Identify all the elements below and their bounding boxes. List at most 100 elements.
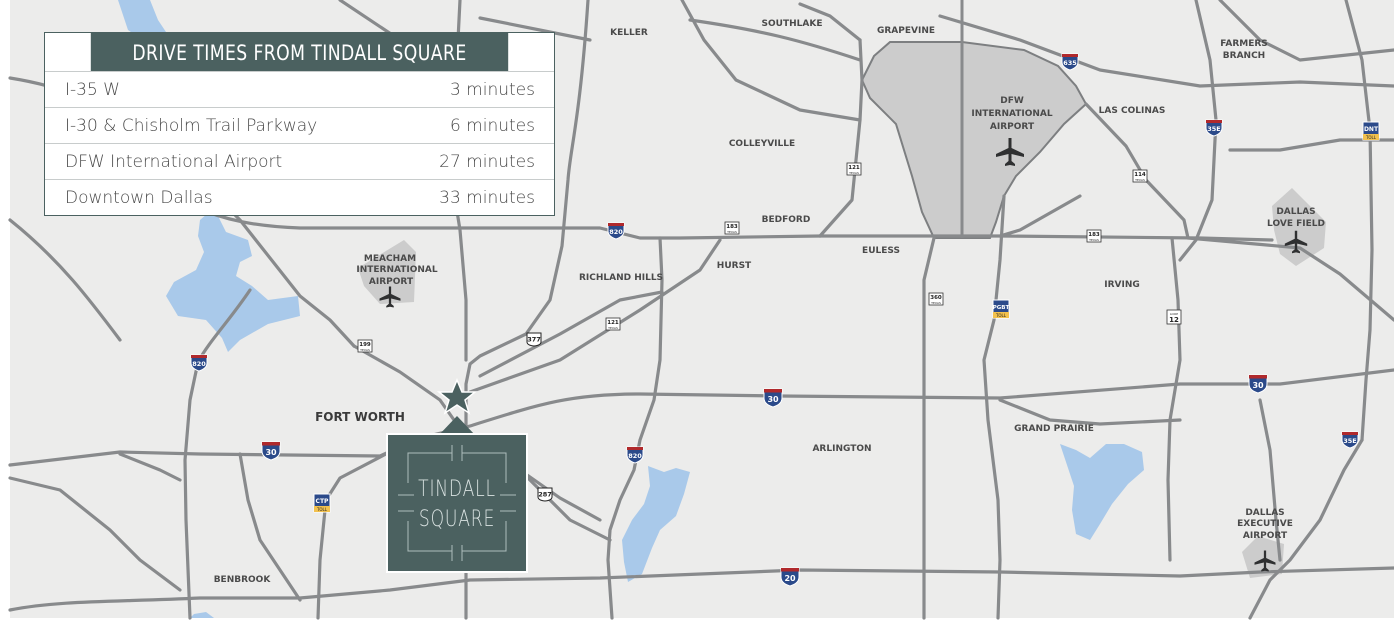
shield-number: 287 bbox=[538, 491, 552, 499]
shield-number: 20 bbox=[784, 574, 796, 583]
road-far-west bbox=[8, 218, 122, 342]
place-labels: KELLER SOUTHLAKE GRAPEVINE FARMERS BRANC… bbox=[214, 19, 1325, 585]
place-label: BENBROOK bbox=[214, 575, 272, 585]
route-shields: 183 TEXAS 183 TEXAS 121 TEXAS 121 TEXAS … bbox=[313, 121, 1380, 513]
shield-number: 199 bbox=[359, 342, 371, 348]
road-irving-blvd bbox=[1186, 236, 1394, 322]
shield-number: 820 bbox=[628, 452, 642, 460]
airport-icons bbox=[379, 138, 1308, 572]
road-121-south bbox=[468, 238, 722, 394]
logo-line-1: TINDALL bbox=[418, 477, 496, 502]
road-dnt bbox=[1344, 0, 1374, 442]
table-row: Downtown Dallas 33 minutes bbox=[45, 179, 554, 215]
toll-shield-icon: CTP TOLL bbox=[313, 493, 331, 513]
airport-label: AIRPORT bbox=[1243, 531, 1288, 541]
table-row: DFW International Airport 27 minutes bbox=[45, 143, 554, 179]
shield-number: 30 bbox=[767, 395, 779, 404]
destination-label: Downtown Dallas bbox=[65, 187, 213, 208]
road-i35w bbox=[464, 0, 590, 620]
texas-shield-icon: 360 TEXAS bbox=[928, 292, 944, 306]
destination-label: I-30 & Chisholm Trail Parkway bbox=[65, 115, 318, 136]
interstate-shield-icon: 35E bbox=[1205, 119, 1223, 137]
interstate-shield-icon: 35E bbox=[1341, 431, 1359, 449]
airport-label: INTERNATIONAL bbox=[356, 265, 438, 275]
drive-time-value: 27 minutes bbox=[439, 151, 535, 172]
place-label: ARLINGTON bbox=[812, 444, 871, 454]
lakes bbox=[118, 0, 1144, 618]
shield-state: TEXAS bbox=[607, 326, 618, 330]
shield-number: 121 bbox=[607, 320, 619, 326]
airport-label: AIRPORT bbox=[369, 277, 414, 287]
airport-label: DFW bbox=[1000, 96, 1024, 106]
shield-number: 35E bbox=[1207, 125, 1221, 133]
drive-time-value: 33 minutes bbox=[439, 187, 535, 208]
panel-title: DRIVE TIMES FROM TINDALL SQUARE bbox=[90, 33, 509, 71]
meacham-airport-area bbox=[358, 240, 416, 304]
shield-state: TEXAS bbox=[930, 301, 941, 305]
interstate-shield-icon: 820 bbox=[190, 354, 208, 372]
shield-number: 114 bbox=[1134, 172, 1146, 178]
texas-shield-icon: 183 TEXAS bbox=[1086, 229, 1102, 243]
place-label: HURST bbox=[717, 261, 752, 271]
road-west-spur bbox=[8, 476, 182, 592]
interstate-shield-icon: 30 bbox=[261, 441, 281, 461]
airport-label: EXECUTIVE bbox=[1237, 519, 1293, 529]
road-sh360 bbox=[922, 236, 936, 620]
road-southlake bbox=[688, 18, 862, 62]
place-label: IRVING bbox=[1104, 280, 1140, 290]
road-i35e bbox=[1178, 0, 1218, 262]
airport-label: DALLAS bbox=[1245, 508, 1284, 518]
logo-frame bbox=[398, 445, 516, 561]
road-south-ft bbox=[518, 468, 602, 522]
location-marker bbox=[436, 378, 478, 436]
road-loop12 bbox=[1166, 236, 1182, 562]
lake-worth bbox=[166, 208, 300, 352]
road-sh183-benbrook bbox=[238, 452, 302, 602]
loop-shield-icon: LOOP 12 bbox=[1166, 309, 1182, 325]
shield-state: TEXAS bbox=[1134, 178, 1145, 182]
tindall-square-logo: TINDALL SQUARE bbox=[386, 433, 528, 573]
interstate-shield-icon: 20 bbox=[780, 567, 800, 587]
shield-number: PGBT bbox=[993, 305, 1010, 311]
shield-state: TEXAS bbox=[1088, 238, 1099, 242]
shield-number: 35E bbox=[1343, 437, 1357, 445]
airplane-icon bbox=[1254, 550, 1276, 572]
shield-toll: TOLL bbox=[995, 313, 1007, 318]
road-grand-prairie bbox=[998, 398, 1182, 426]
place-label: SOUTHLAKE bbox=[762, 19, 823, 29]
shield-number: DNT bbox=[1364, 126, 1379, 133]
airport-label: DALLAS bbox=[1276, 207, 1315, 217]
shield-number: 183 bbox=[1088, 232, 1100, 238]
place-label: EULESS bbox=[862, 246, 900, 256]
shield-number: 30 bbox=[265, 448, 277, 457]
shield-number: CTP bbox=[316, 498, 329, 505]
drive-times-panel: DRIVE TIMES FROM TINDALL SQUARE I-35 W 3… bbox=[44, 32, 555, 216]
us-route-shield-icon: 377 bbox=[526, 332, 542, 347]
shield-number: 377 bbox=[527, 336, 541, 344]
place-label: GRAND PRAIRIE bbox=[1014, 424, 1094, 434]
shield-number: 635 bbox=[1063, 59, 1077, 67]
road-i35e-south bbox=[1248, 438, 1364, 620]
place-label: LAS COLINAS bbox=[1099, 106, 1166, 116]
mountain-creek-lake bbox=[1060, 444, 1144, 540]
road-grapevine-north bbox=[798, 2, 862, 42]
shield-number: 30 bbox=[1252, 381, 1264, 390]
shield-number: 12 bbox=[1169, 316, 1179, 324]
interstate-shield-icon: 820 bbox=[607, 222, 625, 240]
texas-shield-icon: 121 TEXAS bbox=[605, 317, 621, 331]
shield-number: 121 bbox=[848, 165, 860, 171]
benbrook-lake bbox=[190, 612, 214, 618]
road-east-1 bbox=[1218, 0, 1394, 62]
shield-number: 183 bbox=[726, 224, 738, 230]
airport-label: AIRPORT bbox=[990, 122, 1035, 132]
airport-label: LOVE FIELD bbox=[1267, 219, 1325, 229]
interstate-shield-icon: 820 bbox=[626, 446, 644, 464]
texas-shield-icon: 121 TEXAS bbox=[846, 162, 862, 176]
airport-label: MEACHAM bbox=[364, 254, 416, 264]
texas-shield-icon: 114 TEXAS bbox=[1132, 169, 1148, 183]
toll-shield-icon: DNT TOLL bbox=[1362, 121, 1380, 141]
place-label: COLLEYVILLE bbox=[729, 139, 795, 149]
place-label: GRAPEVINE bbox=[877, 26, 935, 36]
dfw-airport-area bbox=[860, 41, 1088, 239]
road-i20 bbox=[8, 566, 1394, 612]
